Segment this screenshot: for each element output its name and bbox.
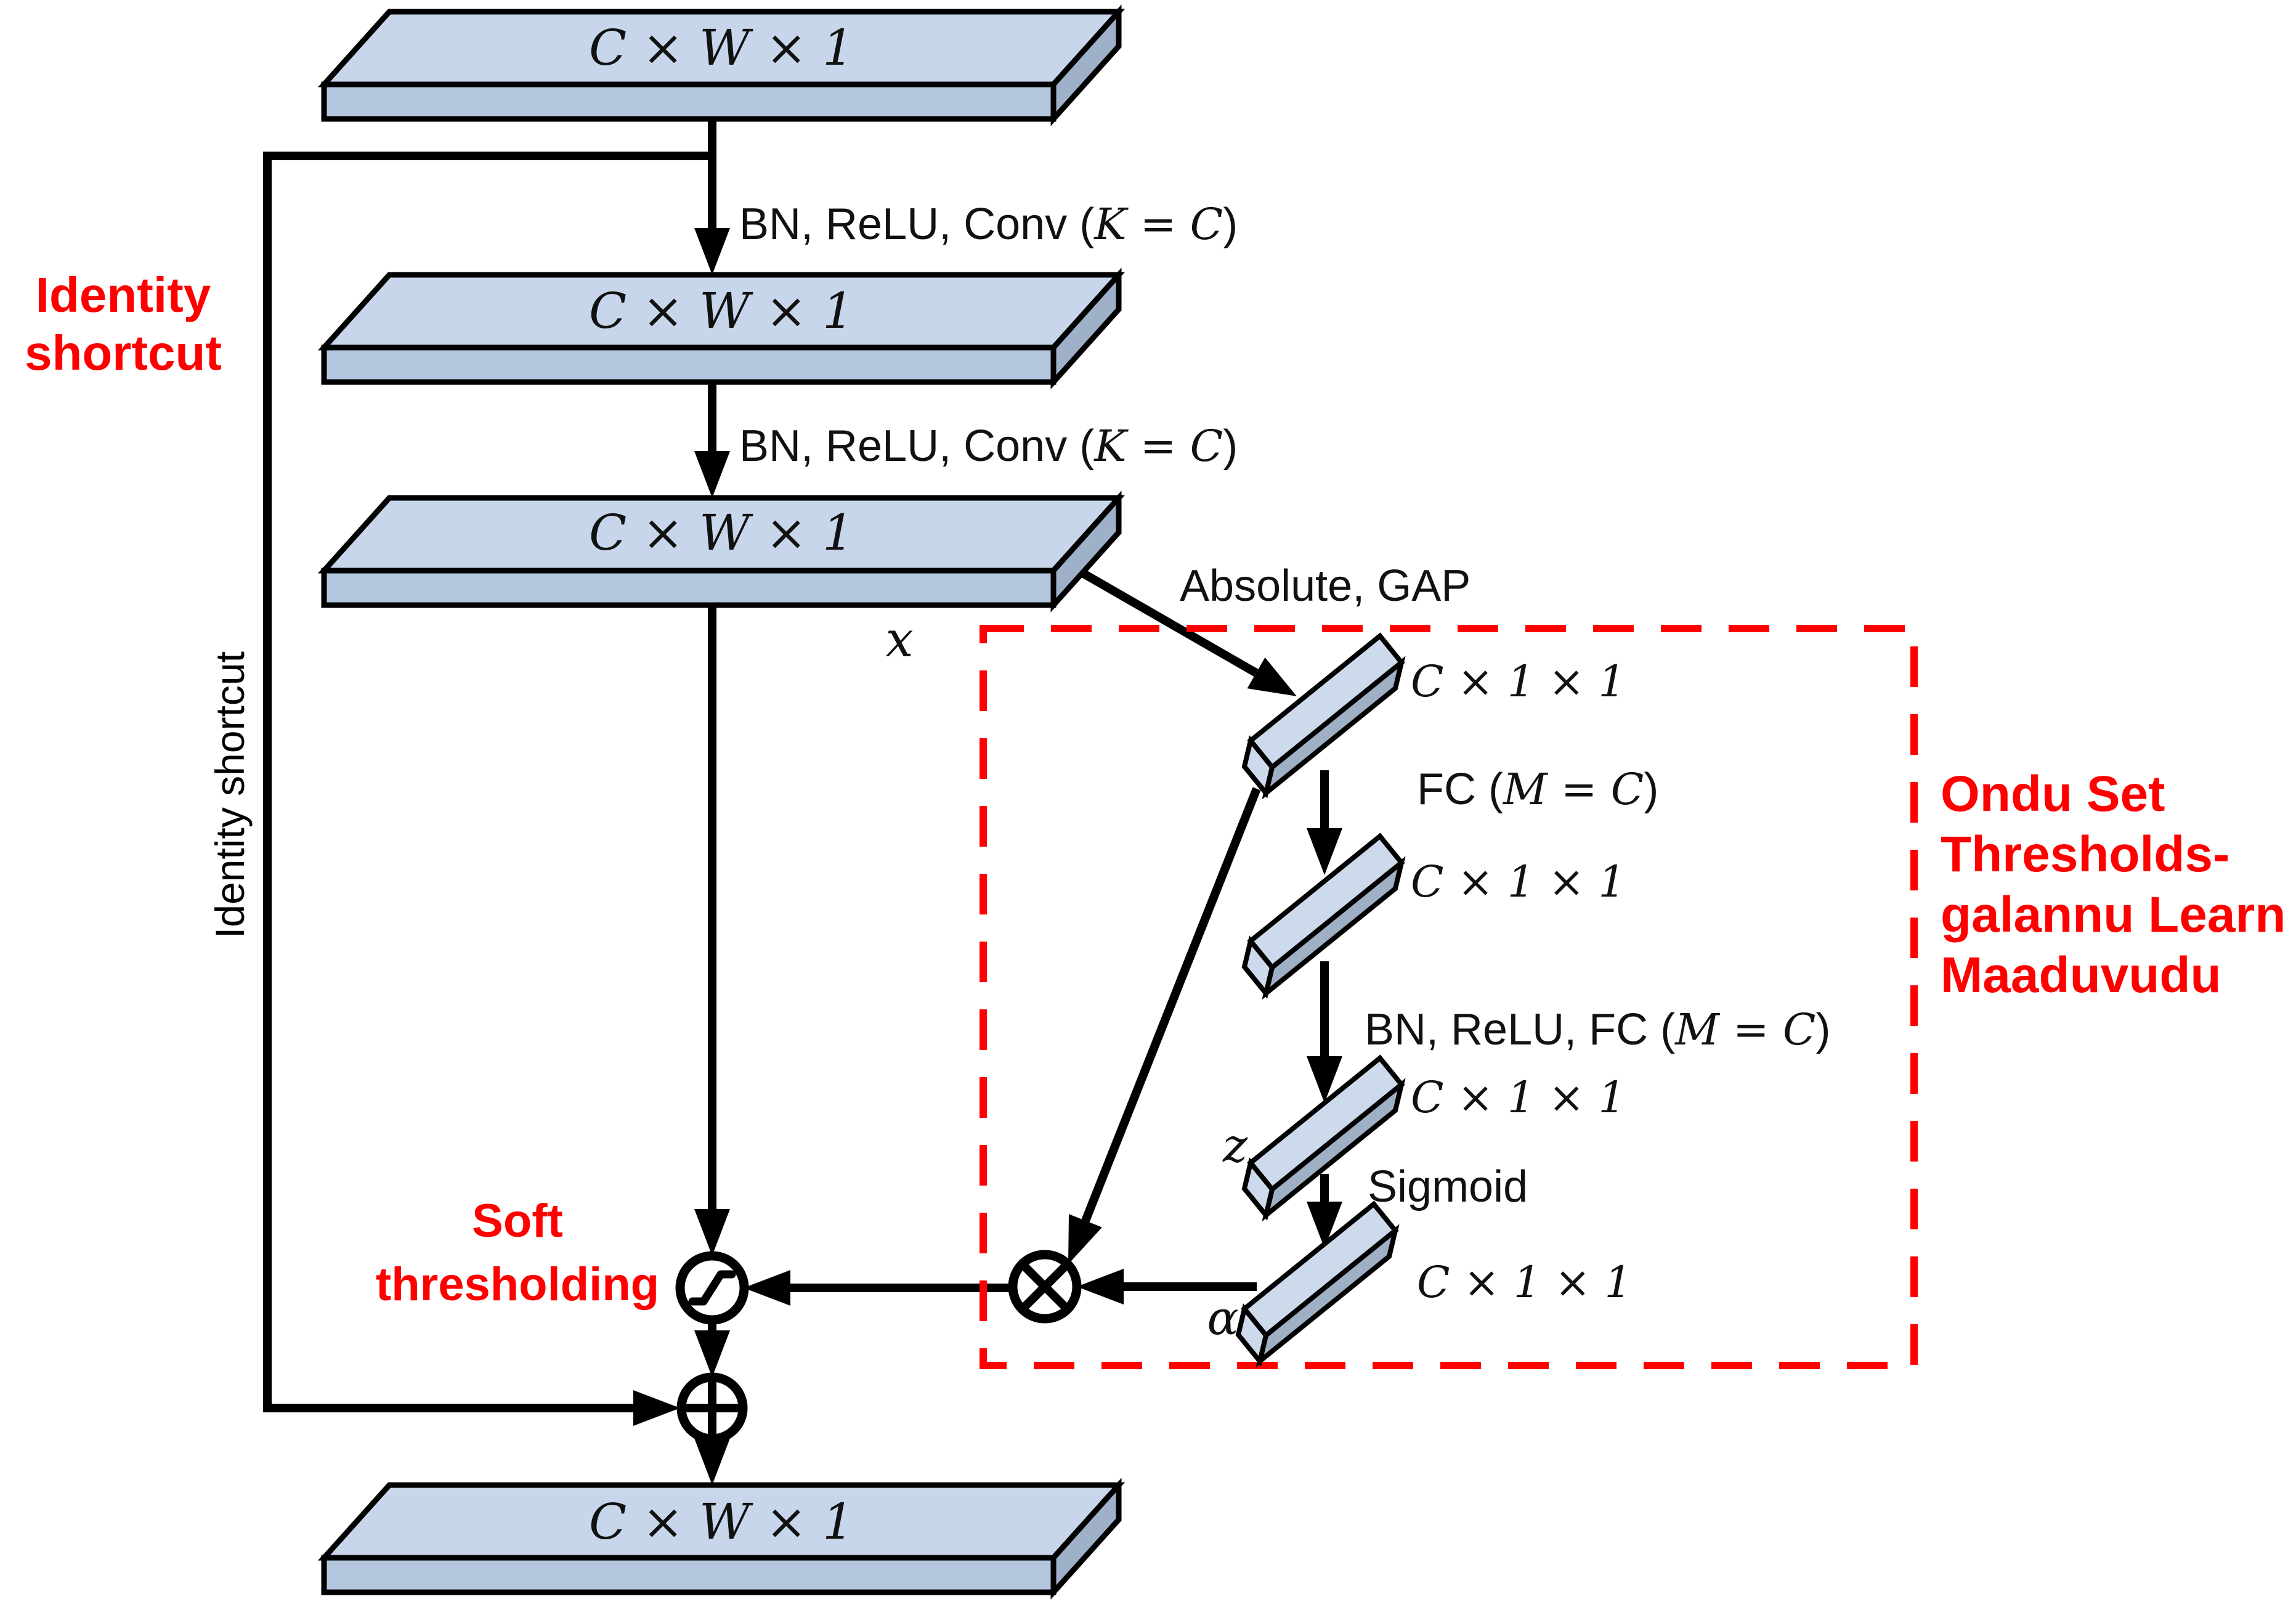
- slab-front-face: [321, 81, 1057, 122]
- soft-threshold-node: [675, 1251, 749, 1325]
- slab-front-face: [321, 1555, 1057, 1595]
- vector2-shape-label: C × 1 × 1: [1411, 857, 1626, 907]
- feature-map-after-conv2: C × W × 1: [317, 491, 1126, 613]
- sigmoid-label: Sigmoid: [1368, 1162, 1528, 1211]
- caption-line1: Ondu Set: [1941, 766, 2165, 822]
- multiply-node: [1008, 1250, 1082, 1324]
- slab-side-face: [1050, 1478, 1122, 1600]
- bar-end-face: [1235, 1303, 1269, 1367]
- identity-shortcut-line: [263, 152, 712, 1426]
- conv2-shape-label: C × W × 1: [589, 504, 854, 561]
- soft-thresholding-text-line1: Soft: [472, 1195, 563, 1247]
- alpha-variable-label: α: [1207, 1290, 1238, 1345]
- bar-end-face: [1241, 1157, 1275, 1221]
- input-shape-label: C × W × 1: [589, 19, 854, 76]
- caption-line4: Maaduvudu: [1941, 947, 2221, 1003]
- bar-end-face: [1241, 735, 1275, 799]
- absolute-gap-label: Absolute, GAP: [1180, 561, 1470, 611]
- identity-shortcut-text-line2: shortcut: [25, 325, 222, 380]
- slab-side-face: [1050, 267, 1122, 389]
- feature-map-after-conv1: C × W × 1: [317, 267, 1126, 389]
- identity-shortcut-vertical-text: Identity shortcut: [207, 651, 253, 938]
- vector-bar-3: [1241, 1054, 1406, 1222]
- vector-bar-4: [1235, 1200, 1400, 1368]
- caption-line2: Thresholds-: [1941, 826, 2229, 882]
- z-variable-label: z: [1222, 1118, 1248, 1173]
- subnet-dashed-box: [980, 625, 1918, 1369]
- slab-front-face: [321, 344, 1057, 385]
- bar-end-face: [1241, 935, 1275, 999]
- soft-thresholding-text-line2: thresholding: [376, 1258, 659, 1311]
- conv2-label: BN, ReLU, Conv (K = C): [739, 421, 1238, 471]
- output-shape-label: C × W × 1: [589, 1493, 854, 1550]
- soft-threshold-curve-icon: [688, 1270, 736, 1306]
- vector1-shape-label: C × 1 × 1: [1411, 656, 1626, 707]
- vector-bar-2: [1241, 832, 1406, 1000]
- feature-map-input: C × W × 1: [317, 4, 1126, 126]
- slab-side-face: [1050, 491, 1122, 613]
- subnet-arrows: [744, 563, 1342, 1306]
- feature-map-output: C × W × 1: [317, 1478, 1126, 1600]
- add-node: [676, 1372, 748, 1444]
- caption-line3: galannu Learn: [1941, 887, 2286, 943]
- arrow-absolute-gap: [1069, 563, 1297, 696]
- arrow-x-to-multiply: [1068, 787, 1261, 1264]
- x-variable-label: x: [885, 611, 913, 668]
- slab-front-face: [321, 568, 1057, 608]
- bn-relu-fc-label: BN, ReLU, FC (M = C): [1365, 1004, 1830, 1055]
- vector4-shape-label: C × 1 × 1: [1417, 1257, 1632, 1308]
- fc-label: FC (M = C): [1417, 764, 1658, 815]
- soft-thresholding-annotation: Soft thresholding: [376, 1195, 659, 1311]
- conv1-label: BN, ReLU, Conv (K = C): [739, 199, 1238, 250]
- subnet-caption: Ondu Set Thresholds- galannu Learn Maadu…: [1941, 766, 2286, 1003]
- vector3-shape-label: C × 1 × 1: [1411, 1072, 1626, 1123]
- identity-shortcut-text-line1: Identity: [36, 267, 211, 322]
- identity-shortcut-annotation: Identity shortcut: [25, 267, 222, 380]
- multiply-x-icon: [1019, 1261, 1071, 1313]
- conv1-shape-label: C × W × 1: [589, 282, 854, 340]
- slab-side-face: [1050, 4, 1122, 126]
- vector-bar-1: [1241, 632, 1406, 800]
